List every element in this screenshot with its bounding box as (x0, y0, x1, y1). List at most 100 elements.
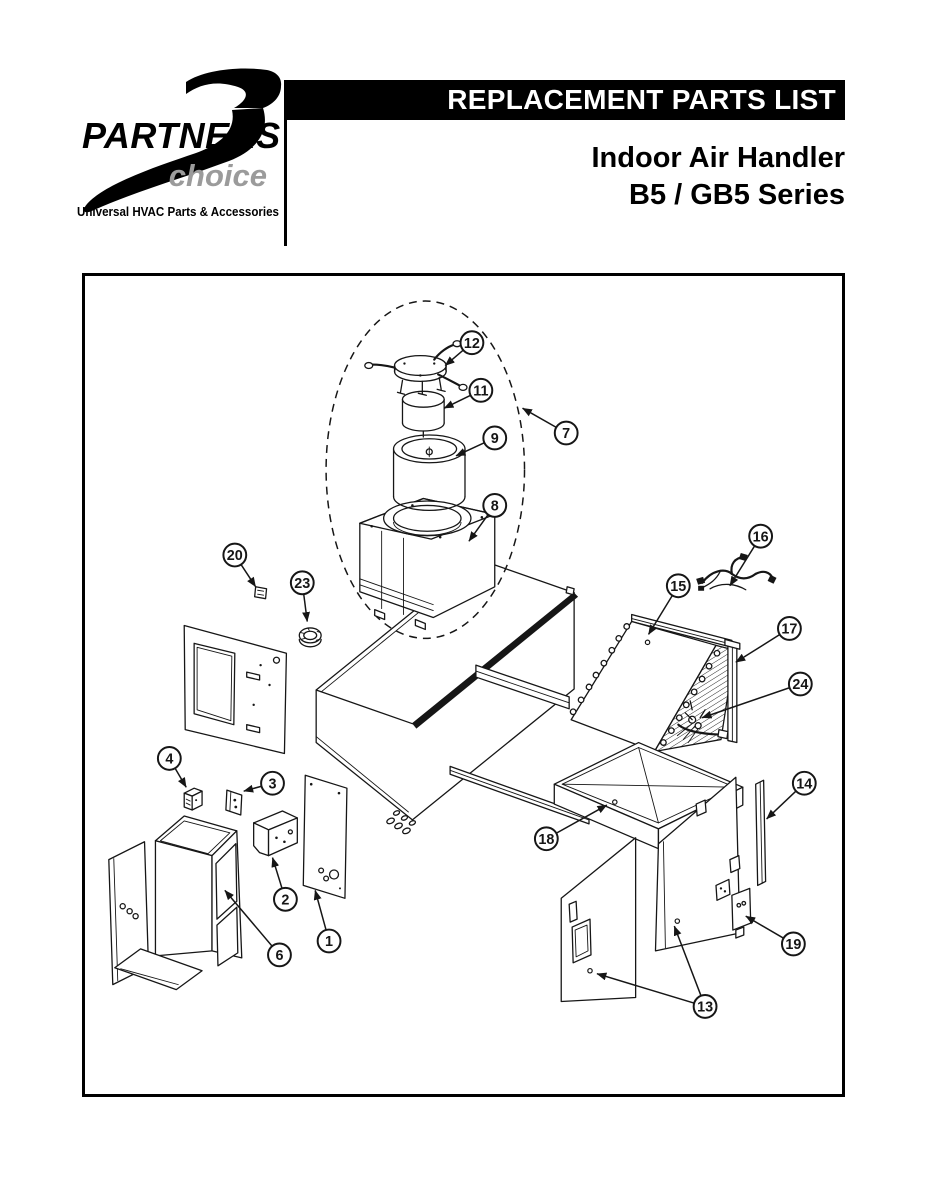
part-callout-7: 7 (522, 407, 579, 446)
motor-mount-band (364, 340, 468, 396)
blower-housing (359, 497, 496, 631)
callout-number: 20 (227, 548, 243, 564)
callout-balloon (777, 616, 802, 641)
callout-balloon (222, 542, 248, 568)
callout-leader-line (701, 683, 801, 719)
callout-number: 24 (792, 677, 808, 693)
callout-balloon (267, 942, 292, 968)
part-callout-18: 18 (533, 799, 618, 852)
deck-knockout-holes (386, 810, 417, 835)
callout-balloon (156, 746, 182, 771)
limit-switch-part (183, 787, 203, 811)
part-callout-23: 23 (289, 570, 315, 622)
callout-balloon (459, 330, 485, 356)
callout-balloon (289, 570, 315, 596)
callout-number: 19 (785, 937, 801, 953)
callout-balloon (533, 826, 559, 852)
callout-number: 18 (538, 832, 554, 848)
part-callout-20: 20 (222, 542, 257, 588)
part-callout-17: 17 (735, 616, 802, 663)
callout-number: 17 (781, 622, 797, 638)
coil-tube-scallops (569, 623, 631, 716)
callout-balloon (780, 931, 806, 957)
part-callout-19: 19 (745, 915, 806, 957)
callout-number: 2 (281, 892, 289, 908)
part-callout-4: 4 (156, 746, 187, 788)
callout-target-dot (587, 967, 593, 974)
cabinet-wrap (108, 815, 243, 991)
callout-balloon (482, 425, 508, 451)
callout-number: 15 (670, 579, 686, 595)
blower-motor (401, 390, 445, 438)
callout-balloon (553, 420, 579, 446)
callout-number: 9 (491, 431, 499, 447)
callout-number: 13 (697, 1000, 713, 1016)
blower-wheel (392, 434, 466, 511)
callout-number: 14 (796, 776, 812, 792)
product-line-1: Indoor Air Handler (591, 142, 846, 174)
callout-number: 8 (491, 499, 499, 515)
brand-sub-name: choice (169, 158, 267, 193)
callout-target-dot (612, 799, 618, 805)
product-line-2: B5 / GB5 Series (629, 179, 845, 211)
callout-leader-line (224, 889, 281, 956)
brand-tagline: Universal HVAC Parts & Accessories (77, 204, 279, 219)
callout-balloon (665, 573, 691, 599)
callout-number: 7 (562, 426, 570, 442)
part-callout-11: 11 (443, 377, 494, 409)
callout-number: 3 (269, 776, 277, 792)
part-callout-1: 1 (313, 889, 342, 954)
callout-number: 4 (165, 752, 173, 768)
wiring-harness (696, 553, 777, 591)
callout-number: 12 (464, 336, 480, 352)
access-door-panel (302, 774, 348, 899)
blower-assembly-outline (325, 300, 526, 640)
evaporator-coil-assembly (569, 613, 741, 753)
part-callout-2: 2 (271, 857, 298, 912)
page-title: REPLACEMENT PARTS LIST (287, 80, 845, 120)
brand-registered-mark: ® (253, 113, 261, 125)
callout-balloon (316, 928, 342, 954)
part-callout-12: 12 (444, 330, 485, 367)
part-callout-6: 6 (224, 889, 292, 968)
callout-balloon (787, 671, 813, 697)
part-callout-13: 13 (587, 918, 718, 1019)
part-callout-15: 15 (644, 573, 691, 646)
expansion-valve (676, 700, 729, 743)
callout-balloon (748, 523, 774, 549)
callout-target-dot (644, 639, 651, 646)
bracket-plate-part (225, 789, 243, 816)
callout-balloon (791, 770, 817, 796)
callout-balloon (468, 377, 494, 403)
callout-balloon (260, 770, 285, 796)
callout-balloon (482, 493, 508, 518)
product-title: Indoor Air Handler B5 / GB5 Series (287, 140, 846, 214)
control-panel-cover (183, 624, 288, 755)
callout-number: 16 (753, 529, 769, 545)
deck-support-rail (475, 664, 570, 710)
part-callout-16: 16 (729, 523, 774, 587)
header-divider-line (284, 80, 287, 246)
part-callout-24: 24 (701, 671, 813, 719)
callout-leader-line (596, 972, 706, 1008)
callout-number: 6 (275, 948, 283, 964)
blower-deck-panel (315, 558, 590, 835)
callout-target-dot (674, 918, 681, 924)
coil-end-frame (724, 638, 741, 744)
callout-number: 11 (473, 383, 488, 399)
speed-clip-part (254, 586, 268, 600)
coil-return-bends (659, 649, 721, 746)
part-callout-9: 9 (455, 425, 508, 457)
logo-swoosh-top (186, 68, 282, 108)
callout-number: 1 (325, 934, 333, 950)
callout-balloon (273, 886, 298, 912)
part-callout-14: 14 (766, 770, 817, 820)
logo-swoosh-tail (83, 108, 265, 213)
side-panels (560, 776, 741, 1003)
grommet-part (298, 627, 322, 648)
callout-balloon (692, 994, 718, 1019)
